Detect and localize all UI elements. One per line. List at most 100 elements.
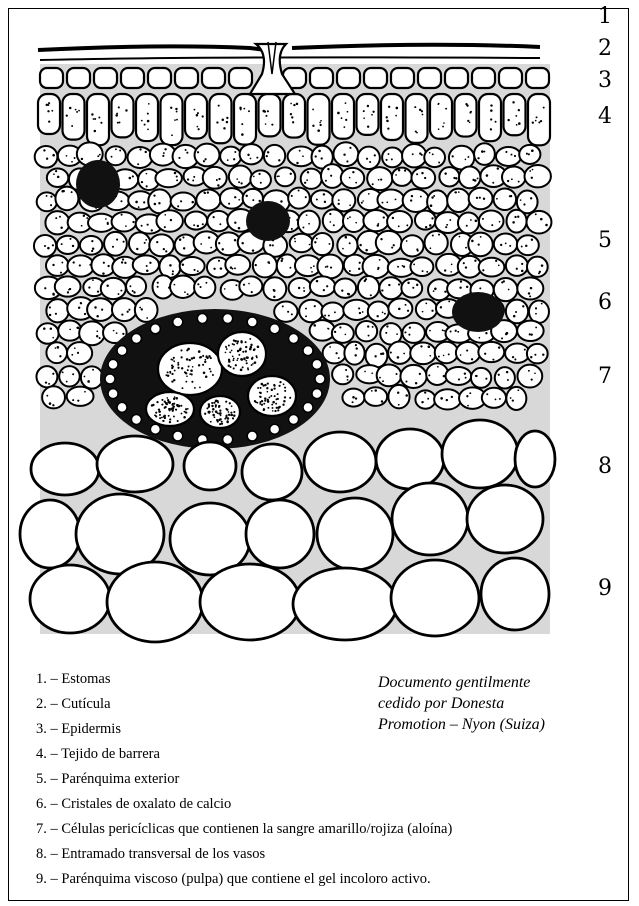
parenchyma-cell xyxy=(149,234,174,256)
parenchyma-cell xyxy=(456,342,480,364)
pulp-cell xyxy=(481,558,549,630)
parenchyma-cell xyxy=(425,231,448,254)
pericyclic-cell xyxy=(303,346,313,356)
parenchyma-cell xyxy=(410,257,433,276)
parenchyma-cell xyxy=(35,146,58,168)
parenchyma-cell xyxy=(482,388,506,408)
parenchyma-cell xyxy=(387,211,412,232)
parenchyma-cell xyxy=(411,167,435,188)
parenchyma-cell xyxy=(401,279,422,298)
parenchyma-cell xyxy=(458,212,479,233)
parenchyma-cell xyxy=(185,211,207,229)
parenchyma-cell xyxy=(203,167,227,189)
pulp-cell xyxy=(30,565,110,633)
pulp-cell xyxy=(467,485,543,553)
parenchyma-cell xyxy=(524,165,550,187)
parenchyma-cell xyxy=(57,236,79,254)
pulp-cells xyxy=(20,420,555,642)
epidermis-cell xyxy=(121,68,144,88)
credit-line-1: Documento gentilmente xyxy=(378,672,618,693)
parenchyma-cell xyxy=(135,298,158,322)
parenchyma-cell xyxy=(58,321,81,341)
parenchyma-cell xyxy=(321,302,344,321)
parenchyma-cell xyxy=(439,167,459,186)
parenchyma-cell xyxy=(527,344,548,364)
vascular-bundle xyxy=(100,309,330,449)
parenchyma-cell xyxy=(341,168,364,188)
parenchyma-cell xyxy=(80,236,102,255)
parenchyma-cell xyxy=(459,166,480,188)
parenchyma-cell xyxy=(376,231,402,254)
parenchyma-cell xyxy=(502,166,526,187)
parenchyma-cell xyxy=(526,211,551,234)
pericyclic-cell xyxy=(117,402,127,412)
barrier-cell xyxy=(259,94,281,136)
parenchyma-cell xyxy=(239,276,262,295)
parenchyma-cell xyxy=(403,189,430,212)
barrier-cell xyxy=(136,94,158,141)
epidermis-cell xyxy=(67,68,90,88)
parenchyma-cell xyxy=(274,302,297,322)
parenchyma-cell xyxy=(81,366,103,388)
pulp-cell xyxy=(31,443,99,495)
epidermis-cell xyxy=(175,68,198,88)
parenchyma-cell xyxy=(517,365,542,388)
pulp-cell xyxy=(391,560,479,636)
parenchyma-cell xyxy=(59,366,80,386)
barrier-cell xyxy=(528,94,550,145)
parenchyma-cell xyxy=(478,342,504,362)
parenchyma-cell xyxy=(494,278,518,301)
pericyclic-cell xyxy=(197,313,207,323)
parenchyma-cell xyxy=(87,298,113,321)
pericyclic-cell xyxy=(312,389,322,399)
parenchyma-cell xyxy=(377,364,402,386)
parenchyma-cell xyxy=(416,299,437,319)
parenchyma-cell xyxy=(311,190,333,208)
epidermis-cell xyxy=(364,68,387,88)
epidermis-cell xyxy=(148,68,171,88)
parenchyma-cell xyxy=(126,277,146,297)
barrier-cell xyxy=(87,94,109,145)
parenchyma-cell xyxy=(343,210,365,232)
parenchyma-cell xyxy=(377,189,404,210)
pericyclic-cell xyxy=(223,435,233,445)
epidermis-cell xyxy=(526,68,549,88)
legend-item-2: 2. – Cutícula xyxy=(36,696,111,713)
parenchyma-cell xyxy=(104,232,127,256)
parenchyma-cell xyxy=(36,366,57,387)
legend-item-7: 7. – Células pericíclicas que contienen … xyxy=(36,821,452,838)
pericyclic-cell xyxy=(247,317,257,327)
epidermis-cell xyxy=(472,68,495,88)
epidermis-cell xyxy=(40,68,63,88)
pericyclic-cell xyxy=(173,431,183,441)
parenchyma-cell xyxy=(363,255,390,278)
legend-item-8: 8. – Entramado transversal de los vasos xyxy=(36,846,265,863)
epidermis-cell xyxy=(445,68,468,88)
parenchyma-cell xyxy=(225,255,250,275)
pulp-cell xyxy=(515,431,555,487)
barrier-cell xyxy=(38,94,60,134)
parenchyma-cell xyxy=(446,367,472,385)
parenchyma-cell xyxy=(356,321,377,341)
pericyclic-cell xyxy=(150,424,160,434)
parenchyma-cell xyxy=(469,188,493,210)
parenchyma-cell xyxy=(46,299,69,322)
legend-item-5: 5. – Parénquima exterior xyxy=(36,771,179,788)
parenchyma-cell xyxy=(367,167,392,190)
pericyclic-cell xyxy=(312,359,322,369)
legend-item-3: 3. – Epidermis xyxy=(36,721,121,738)
parenchyma-cell xyxy=(301,169,322,189)
parenchyma-cell xyxy=(506,387,526,410)
parenchyma-cell xyxy=(358,147,380,169)
epidermis-cell xyxy=(391,68,414,88)
parenchyma-cell xyxy=(382,147,403,167)
parenchyma-cell xyxy=(250,170,271,189)
pulp-cell xyxy=(184,442,236,490)
parenchyma-cell xyxy=(527,257,548,277)
parenchyma-cell xyxy=(317,255,343,279)
epidermis-cell xyxy=(310,68,333,88)
parenchyma-cell xyxy=(332,324,354,343)
parenchyma-cell xyxy=(155,169,181,187)
parenchyma-cell xyxy=(88,214,114,232)
pulp-cell xyxy=(107,562,203,642)
